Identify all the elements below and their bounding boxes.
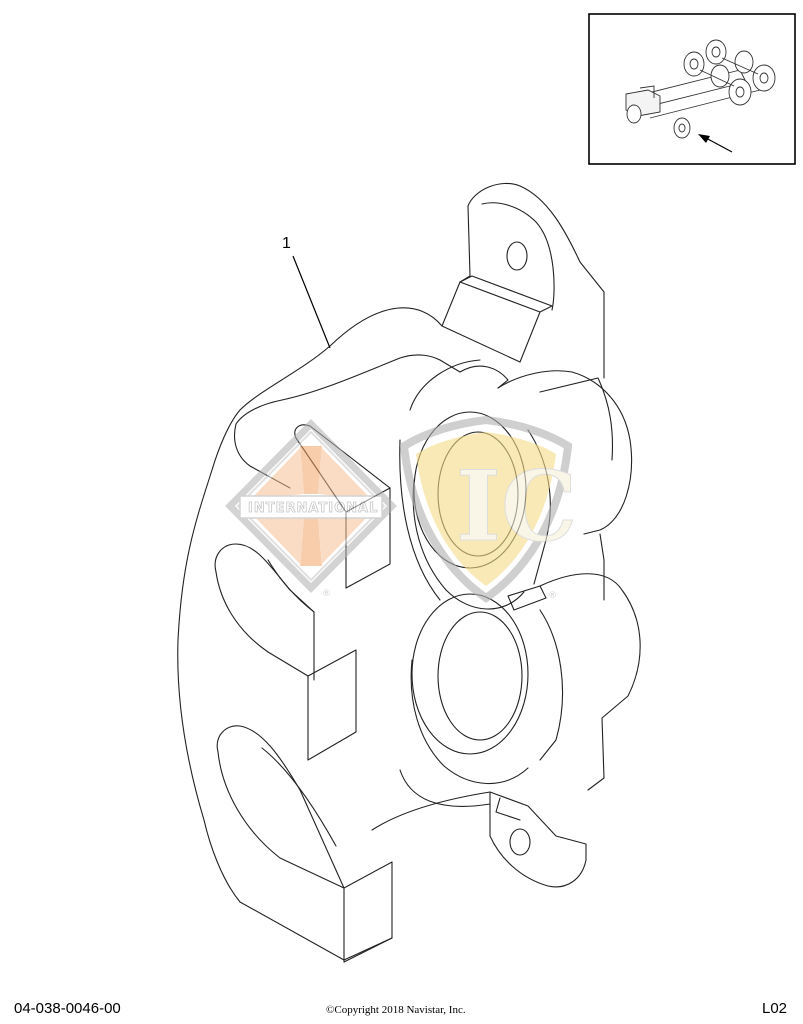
- international-logo-watermark: INTERNATIONAL ®: [225, 419, 397, 599]
- callout-label: 1: [282, 235, 291, 252]
- callout-1: 1: [282, 235, 331, 349]
- page-code: L02: [762, 1000, 788, 1017]
- part-number: 04-038-0046-00: [14, 1000, 121, 1017]
- international-logo-text: INTERNATIONAL: [248, 501, 378, 516]
- truck-chassis-thumbnail: [625, 39, 776, 139]
- location-arrow: [698, 134, 733, 153]
- registered-mark: ®: [548, 591, 557, 601]
- brake-caliper-drawing: [177, 182, 641, 963]
- locator-inset: [588, 13, 796, 165]
- ic-logo-text: IC: [456, 450, 577, 563]
- registered-mark: ®: [322, 589, 331, 599]
- ic-shield-logo-watermark: IC ®: [399, 415, 578, 603]
- copyright-notice: ©Copyright 2018 Navistar, Inc.: [326, 1004, 466, 1016]
